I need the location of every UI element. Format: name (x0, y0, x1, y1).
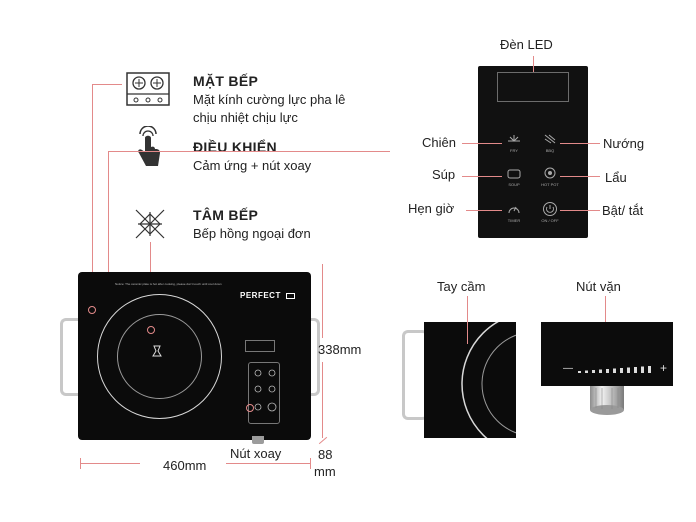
timer-icon (505, 202, 523, 216)
label-fry: Chiên (422, 135, 456, 150)
leader-line-surface-v (92, 84, 93, 310)
pointer-hotpot (560, 176, 600, 177)
pointer-fry (462, 143, 502, 144)
brand-logo: PERFECT (240, 291, 295, 300)
stove-top-icon (126, 72, 170, 106)
dim-depth-line-top (322, 264, 323, 338)
bbq-icon (541, 132, 559, 146)
dim-width-tick-left (80, 458, 81, 469)
power-icon (541, 201, 559, 216)
feature-desc-surface-line1: Mặt kính cường lực pha lê (193, 92, 346, 107)
dim-height-unit: mm (314, 464, 336, 479)
knob-minus-sign: — (563, 363, 573, 374)
zone-center-mark-icon (151, 344, 163, 358)
center-marker-dot (147, 326, 155, 334)
feature-desc-control: Cảm ứng + nút xoay (193, 158, 312, 173)
control-panel (478, 66, 588, 238)
knob-scale (578, 362, 658, 374)
cooking-zone-outer (97, 294, 222, 419)
label-timer: Hẹn giờ (408, 201, 455, 216)
leader-line-surface-h (92, 84, 122, 85)
feature-title-center: TÂM BẾP (193, 207, 259, 223)
soup-text: SOUP (508, 182, 520, 187)
dim-height-tick (318, 436, 328, 445)
dim-width-line-left (80, 463, 140, 464)
hotpot-text: HOT POT (541, 182, 559, 187)
dim-height-number: 88 (318, 447, 333, 462)
feature-title-surface: MẶT BẾP (193, 73, 259, 89)
bbq-text: BBQ (545, 148, 555, 153)
left-handle (60, 318, 86, 396)
label-soup: Súp (432, 167, 456, 182)
led-pointer-line (533, 56, 534, 72)
knob-label: Nút vặn (576, 279, 621, 294)
hotpot-icon (541, 166, 559, 180)
knob-label-bottom: Nút xoay (230, 446, 282, 461)
led-label: Đèn LED (500, 37, 553, 52)
pointer-bbq (560, 143, 600, 144)
touch-hand-icon (134, 125, 164, 172)
dim-depth-line-bottom (322, 362, 323, 438)
pointer-timer (466, 210, 502, 211)
rotary-knob-icon[interactable] (586, 386, 628, 416)
control-marker-dot (246, 404, 254, 412)
heat-center-icon (134, 208, 166, 240)
cooktop-led-display (245, 340, 275, 352)
label-hotpot: Lẩu (605, 170, 627, 185)
handle-label: Tay cầm (437, 279, 486, 294)
detail-handle (402, 330, 428, 420)
handle-detail-panel (424, 311, 607, 457)
panel-led-display (497, 72, 569, 102)
power-text: ON / OFF (541, 218, 559, 223)
cooking-zone-inner (117, 314, 202, 399)
pointer-soup (462, 176, 502, 177)
label-power: Bật/ tắt (602, 203, 644, 218)
timer-text: TIMER (507, 218, 521, 223)
brand-name: PERFECT (240, 291, 281, 300)
feature-desc-center: Bếp hồng ngoại đơn (193, 226, 311, 241)
cooktop-knob-stub (252, 436, 264, 444)
fry-text: FRY (510, 148, 518, 153)
cooktop-control-strip (248, 362, 280, 424)
label-bbq: Nướng (603, 136, 645, 151)
feature-desc-surface-line2: chịu nhiệt chịu lực (193, 110, 298, 125)
surface-marker-dot (88, 306, 96, 314)
warning-text: Notice: The ceramic plate is hot after c… (115, 282, 222, 286)
fry-icon (505, 132, 523, 146)
soup-icon (505, 166, 523, 180)
knob-detail-panel (541, 322, 673, 386)
dim-width-label: 460mm (163, 458, 207, 473)
pointer-power (560, 210, 600, 211)
feature-title-control: ĐIỀU KHIỂN (193, 139, 277, 155)
dim-depth-label: 338mm (318, 342, 362, 357)
dim-width-tick-right (310, 458, 311, 469)
knob-plus-sign: + (660, 361, 668, 375)
dim-width-line-right (226, 463, 310, 464)
handle-pointer-line (467, 296, 468, 344)
leader-line-control-h (108, 151, 390, 152)
